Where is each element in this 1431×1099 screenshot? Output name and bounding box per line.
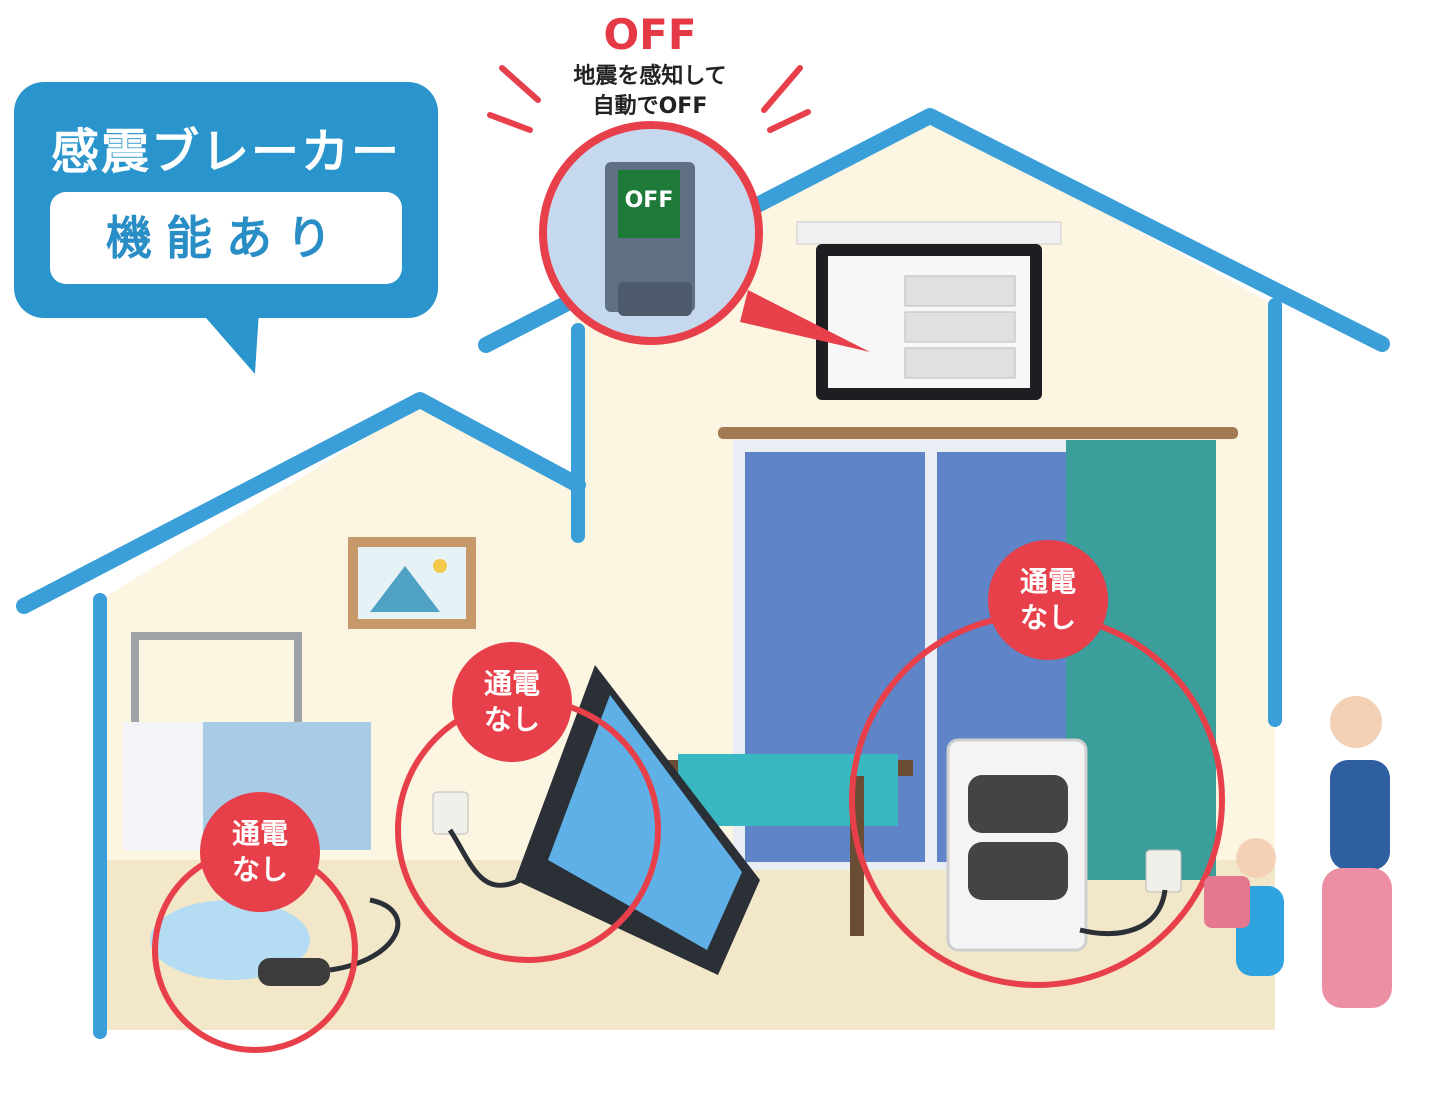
bubble-title: 感震ブレーカー <box>50 124 401 180</box>
bubble-subtitle: 機能あり <box>50 192 402 284</box>
heater-icon <box>946 738 1088 952</box>
badge-line2: なし <box>231 853 288 886</box>
alert-lines <box>487 65 811 133</box>
no-power-badge-aquarium: 通電 なし <box>200 792 320 912</box>
badge-line2: なし <box>1019 601 1076 634</box>
no-power-badge-tv: 通電 なし <box>452 642 572 762</box>
outlet-icon <box>432 791 469 835</box>
breaker-switch-label: OFF <box>624 188 674 213</box>
outlet-icon <box>1145 849 1182 893</box>
breaker-description-line2: 自動でOFF <box>592 94 708 119</box>
wall-picture <box>348 537 476 629</box>
badge-line1: 通電 <box>231 817 288 850</box>
breaker-zoom <box>539 121 870 352</box>
feature-bubble: 感震ブレーカー 機能あり <box>14 82 438 318</box>
no-power-badge-heater: 通電 なし <box>988 540 1108 660</box>
tv-icon <box>515 665 760 975</box>
family-icon <box>1204 696 1392 1008</box>
badge-line1: 通電 <box>483 667 540 700</box>
breaker-status: OFF <box>603 10 697 59</box>
breaker-description-line1: 地震を感知して <box>573 64 727 89</box>
aquarium-icon <box>150 900 330 986</box>
badge-line1: 通電 <box>1019 565 1076 598</box>
breaker-description: 地震を感知して 自動でOFF <box>540 62 760 122</box>
badge-line2: なし <box>483 703 540 736</box>
distribution-board <box>796 221 1062 400</box>
